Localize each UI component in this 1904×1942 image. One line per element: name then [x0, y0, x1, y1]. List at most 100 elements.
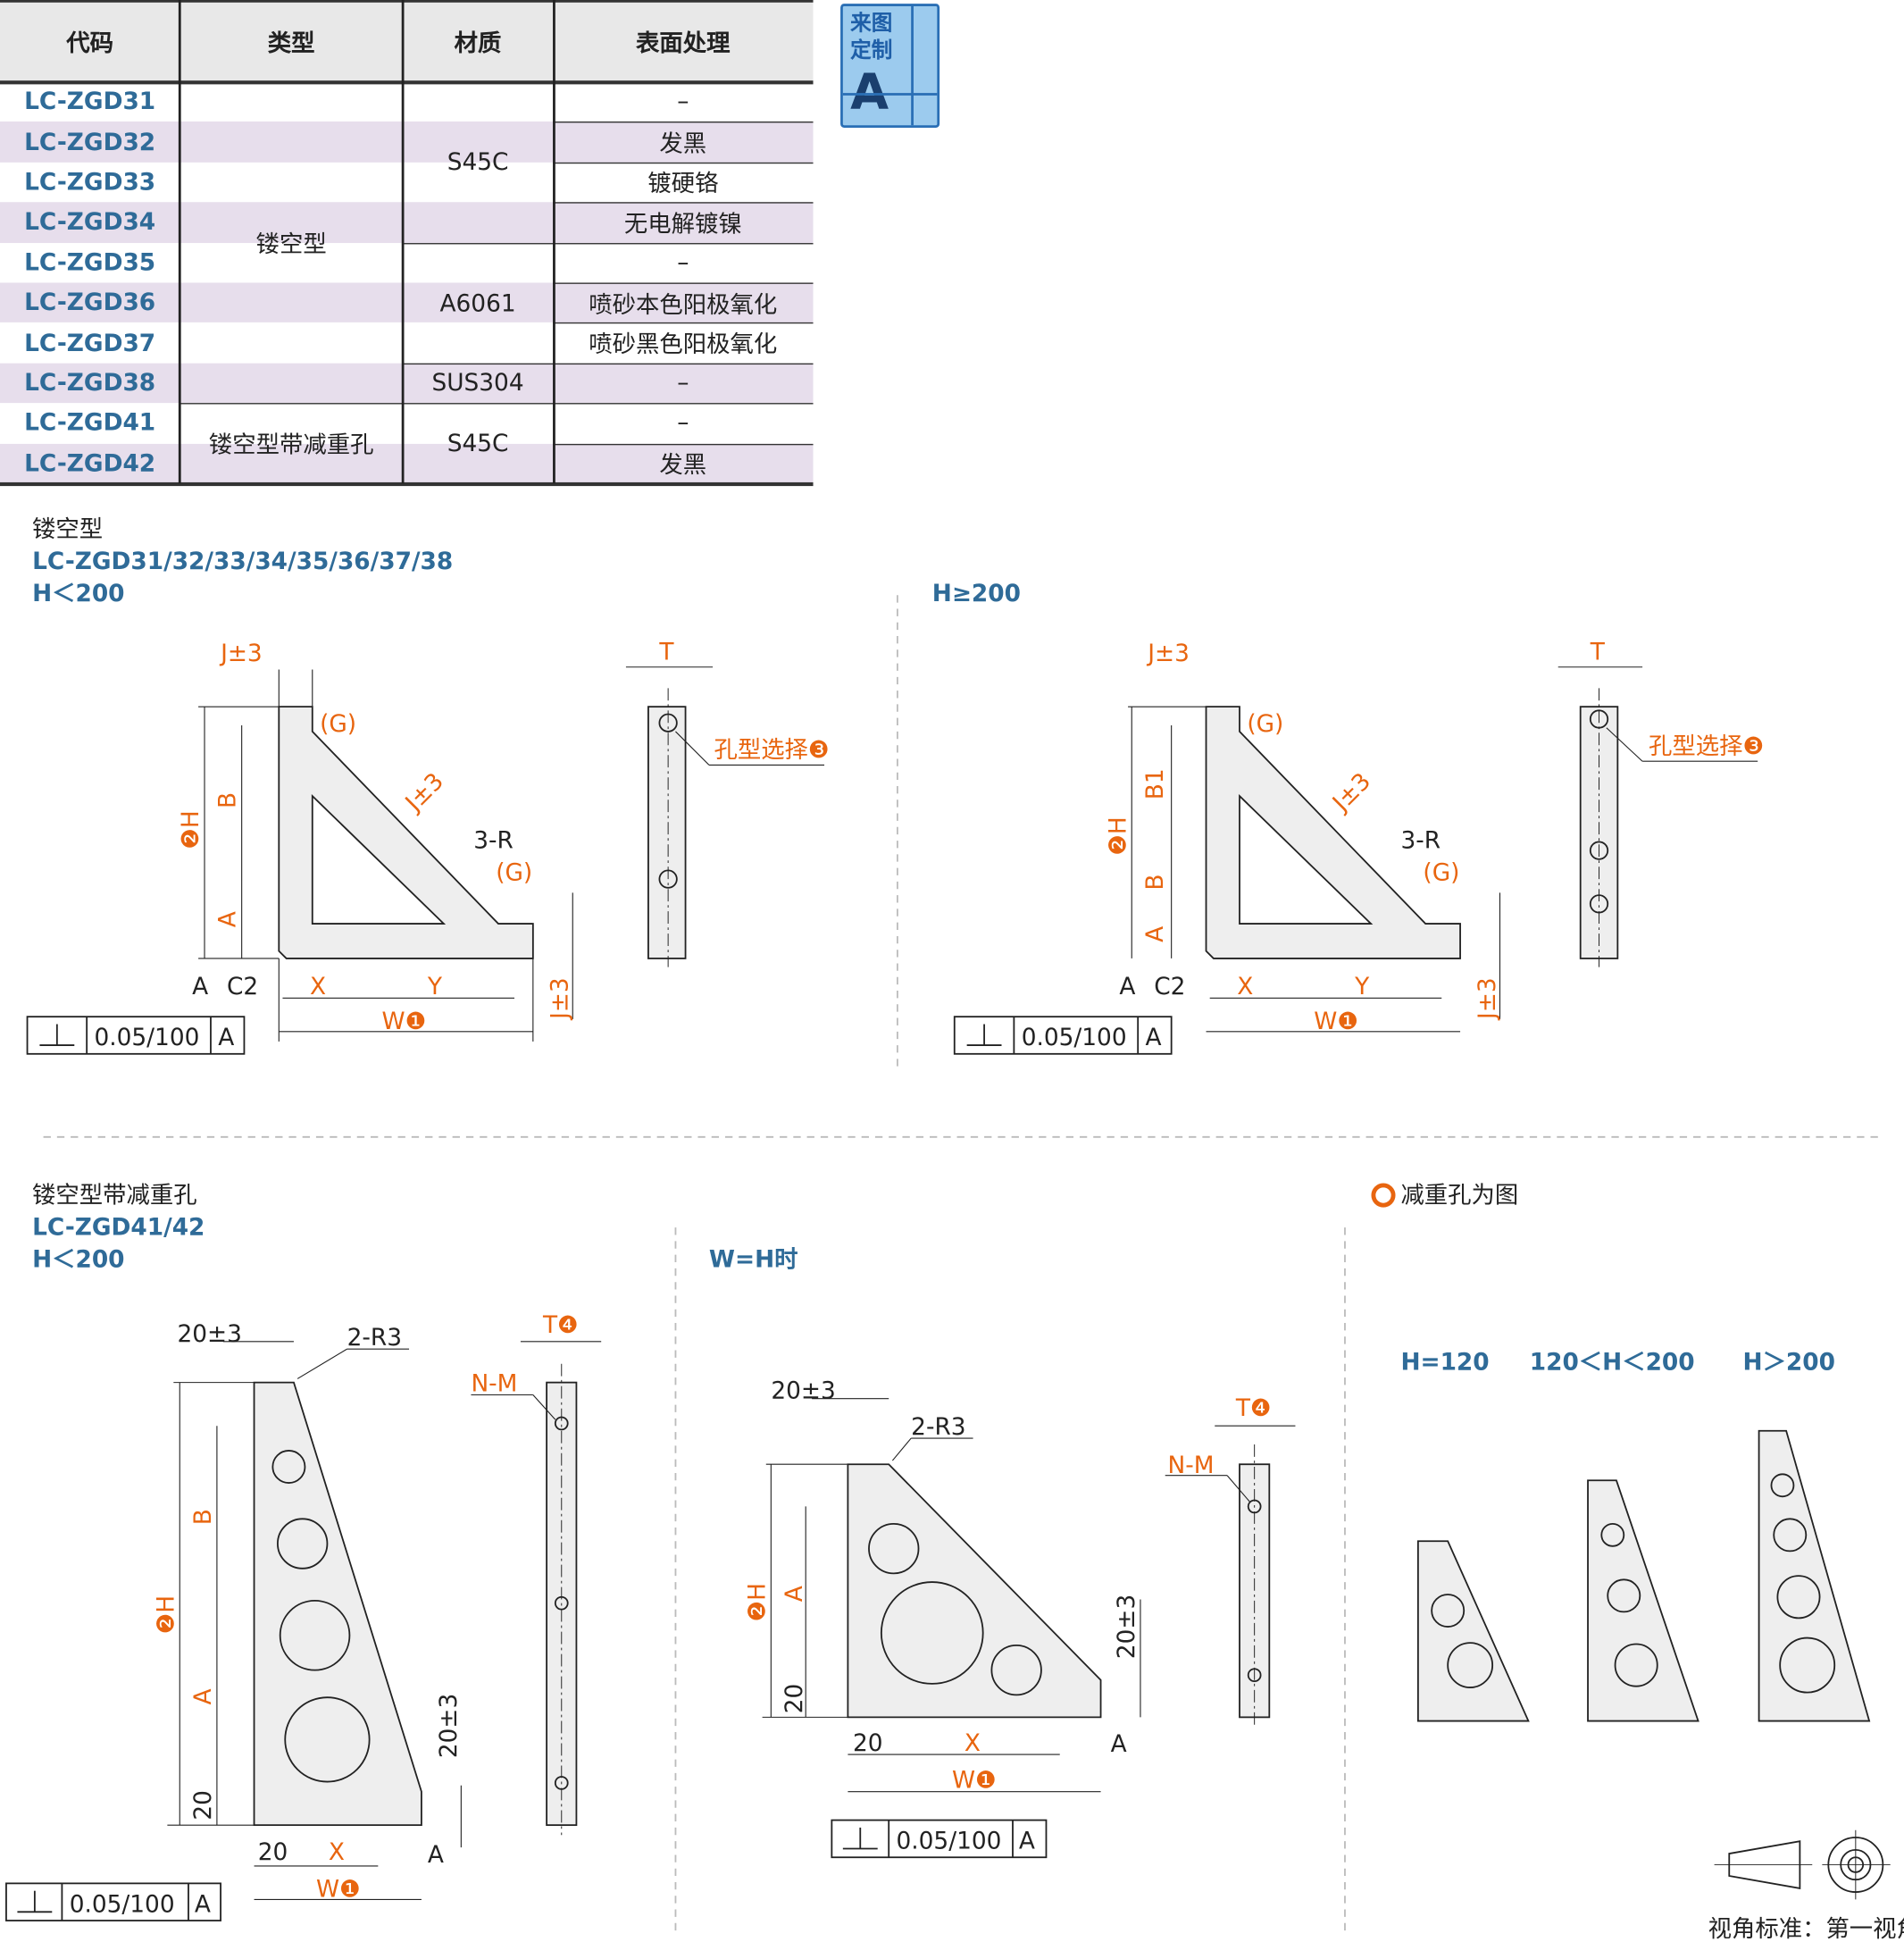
label-20-bottom: 20 [258, 1839, 288, 1866]
label-g2: (G) [1423, 859, 1459, 886]
section2-condition: H＜200 [32, 1247, 124, 1274]
bracket-side-view-left [625, 666, 825, 967]
finish-cell: 发黑 [659, 130, 707, 158]
svg-text:A: A [195, 1891, 211, 1918]
svg-text:0.05/100: 0.05/100 [897, 1829, 1002, 1855]
label-c2: C2 [1154, 974, 1185, 1000]
label-20-tol-side: 20±3 [436, 1694, 463, 1758]
label-a: A [215, 911, 242, 927]
header-material: 材质 [454, 29, 502, 57]
bracket-side-view-right [1557, 666, 1758, 967]
label-y: Y [1354, 974, 1370, 1000]
section-dividers [43, 595, 1884, 1935]
finish-cell: – [677, 88, 689, 116]
label-t: T [1590, 639, 1606, 665]
label-t: T❹ [1235, 1395, 1272, 1422]
label-20-tol-side: 20±3 [1114, 1595, 1140, 1659]
label-c2: C2 [227, 974, 258, 1000]
first-angle-projection-icon [1714, 1829, 1891, 1900]
label-a: A [781, 1586, 808, 1602]
code-cell: LC-ZGD38 [24, 369, 156, 398]
section2-title: 镂空型带减重孔 [32, 1182, 197, 1209]
code-cell: LC-ZGD32 [24, 128, 156, 156]
lightening-hole-legend: 减重孔为图 [1400, 1182, 1518, 1209]
label-j-diagonal: J±3 [1327, 768, 1377, 818]
svg-text:0.05/100: 0.05/100 [70, 1891, 175, 1918]
label-t: T❹ [542, 1312, 579, 1339]
perpendicularity-tolerance-bottom-left: 0.05/100 A [5, 1882, 221, 1921]
section1-condition-right: H≥200 [932, 581, 1021, 607]
label-b: B [1142, 874, 1169, 890]
code-cell: LC-ZGD31 [24, 88, 156, 116]
variant-shape-h200 [1758, 1429, 1871, 1722]
header-finish: 表面处理 [636, 29, 731, 57]
datum-a: A [1119, 974, 1135, 1000]
square-bracket-side-view [1165, 1425, 1296, 1727]
svg-text:A: A [218, 1025, 234, 1051]
datum-a: A [428, 1842, 444, 1869]
finish-cell: – [677, 369, 689, 398]
variant-shape-h120-200 [1587, 1479, 1699, 1722]
section1-title: 镂空型 [32, 516, 103, 543]
label-x: X [329, 1839, 345, 1866]
label-h: ❷H [178, 810, 205, 849]
section2-condition-mid: W=H时 [709, 1247, 798, 1274]
label-h: ❷H [153, 1595, 180, 1634]
label-n-m: N-M [471, 1370, 517, 1397]
code-cell: LC-ZGD36 [24, 289, 156, 317]
code-cell: LC-ZGD35 [24, 248, 156, 277]
custom-drawing-badge: 来图 定制 A [840, 4, 940, 128]
label-hole-type: 孔型选择❸ [714, 737, 829, 764]
bracket-front-view-left [198, 669, 573, 1042]
perpendicularity-tolerance-bottom-mid: 0.05/100 A [831, 1819, 1048, 1859]
label-g: (G) [320, 711, 356, 738]
label-y: Y [427, 974, 443, 1000]
label-radius: 3-R [473, 827, 514, 854]
variant-shape-h120 [1416, 1540, 1530, 1722]
label-w: W❶ [316, 1877, 361, 1904]
label-20-bottom: 20 [853, 1730, 883, 1757]
label-20-tol: 20±3 [771, 1378, 835, 1405]
label-j: J±3 [219, 640, 263, 667]
bracket-front-view-right [1128, 706, 1501, 1033]
variant-h120: H=120 [1400, 1350, 1489, 1377]
label-20: 20 [190, 1790, 217, 1821]
label-b1: B1 [1142, 768, 1169, 799]
section1-condition: H＜200 [32, 581, 124, 607]
label-j-bottom: J±3 [547, 977, 574, 1021]
svg-text:A: A [1146, 1025, 1162, 1051]
label-20-tol: 20±3 [177, 1321, 241, 1348]
weighted-bracket-front-view [167, 1341, 462, 1900]
label-j: J±3 [1146, 640, 1190, 667]
label-j-bottom: J±3 [1474, 977, 1501, 1021]
label-j-diagonal: J±3 [399, 768, 449, 818]
type-cell: 镂空型 [255, 230, 327, 258]
perpendicularity-tolerance-left: 0.05/100 A [26, 1016, 246, 1055]
label-a: A [190, 1688, 217, 1704]
label-20: 20 [781, 1684, 808, 1714]
code-cell: LC-ZGD33 [24, 168, 156, 197]
material-cell: S45C [447, 148, 509, 177]
label-b: B [215, 792, 242, 808]
label-a: A [1142, 926, 1169, 942]
code-cell: LC-ZGD42 [24, 449, 156, 478]
finish-cell: 无电解镀镍 [623, 210, 742, 239]
finish-cell: 发黑 [659, 451, 707, 480]
label-h: ❷H [1105, 816, 1132, 855]
label-hole-type: 孔型选择❸ [1649, 733, 1764, 760]
variant-h120-200: 120＜H＜200 [1530, 1350, 1695, 1377]
finish-cell: – [677, 248, 689, 277]
label-h: ❷H [744, 1583, 771, 1621]
circle-legend-icon [1371, 1183, 1396, 1208]
square-bracket-front-view [762, 1398, 1141, 1793]
finish-cell: 镀硬铬 [647, 170, 719, 198]
projection-standard: 视角标准：第一视角 [1708, 1916, 1904, 1942]
svg-text:0.05/100: 0.05/100 [94, 1025, 199, 1051]
code-cell: LC-ZGD37 [24, 329, 156, 357]
weighted-bracket-side-view [471, 1341, 602, 1836]
label-2-r3: 2-R3 [347, 1325, 402, 1352]
material-cell: A6061 [439, 289, 516, 317]
material-cell: SUS304 [431, 369, 524, 398]
